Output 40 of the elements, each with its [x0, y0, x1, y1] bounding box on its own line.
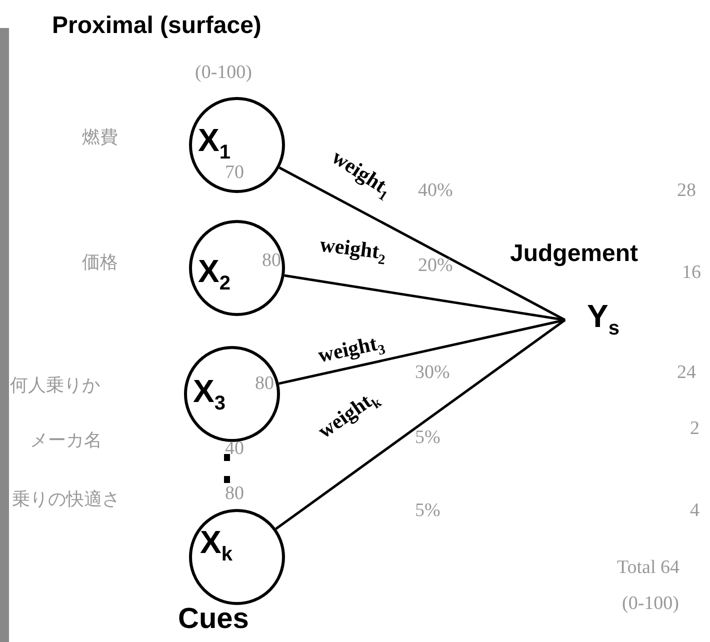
judgement-symbol: Y$_{s}$: [587, 298, 620, 334]
cue-name: メーカ名: [30, 429, 102, 452]
connector-line: [284, 274, 566, 322]
cue-circle: [189, 220, 285, 316]
cue-circle: [184, 346, 280, 442]
cue-name: 何人乗りか: [10, 374, 100, 397]
weight-percent: 5%: [415, 500, 440, 522]
score-value: 4: [690, 500, 700, 522]
cue-circle: [189, 509, 285, 605]
cue-symbol: X$_{k}$: [200, 526, 232, 564]
cue-value: 80: [225, 483, 244, 505]
cue-symbol: X$_{1}$: [198, 124, 230, 162]
connector-line: [278, 166, 566, 322]
score-value: 28: [677, 180, 696, 202]
cue-symbol: X$_{2}$: [198, 255, 230, 294]
axis-heading: Cues: [178, 603, 249, 636]
score-value: 2: [690, 418, 700, 440]
cue-value: 80: [262, 250, 281, 272]
cue-name: 乗りの快適さ: [12, 488, 120, 511]
range-label: (0-100): [195, 62, 252, 84]
diagram-title: Proximal (surface): [52, 12, 262, 40]
weight-percent: 20%: [418, 255, 453, 277]
range-label: (0-100): [622, 593, 679, 615]
cue-value: 40: [225, 438, 244, 460]
cue-circle: [189, 97, 285, 193]
cue-symbol: X$_{3}$: [193, 375, 226, 414]
total-score: Total 64: [617, 557, 680, 579]
connector-line: [275, 318, 566, 530]
score-value: 16: [682, 262, 701, 284]
cue-name: 価格: [82, 251, 118, 274]
edge-label: weight$_{2}$: [318, 232, 387, 270]
axis-heading: Judgement: [510, 240, 638, 268]
score-value: 24: [677, 362, 696, 384]
cue-value: 70: [225, 162, 244, 184]
weight-percent: 30%: [415, 362, 450, 384]
weight-percent: 40%: [418, 180, 453, 202]
weight-percent: 5%: [415, 427, 440, 449]
cue-name: 燃費: [82, 126, 118, 149]
connector-line: [278, 318, 566, 385]
cue-value: 80: [255, 373, 274, 395]
